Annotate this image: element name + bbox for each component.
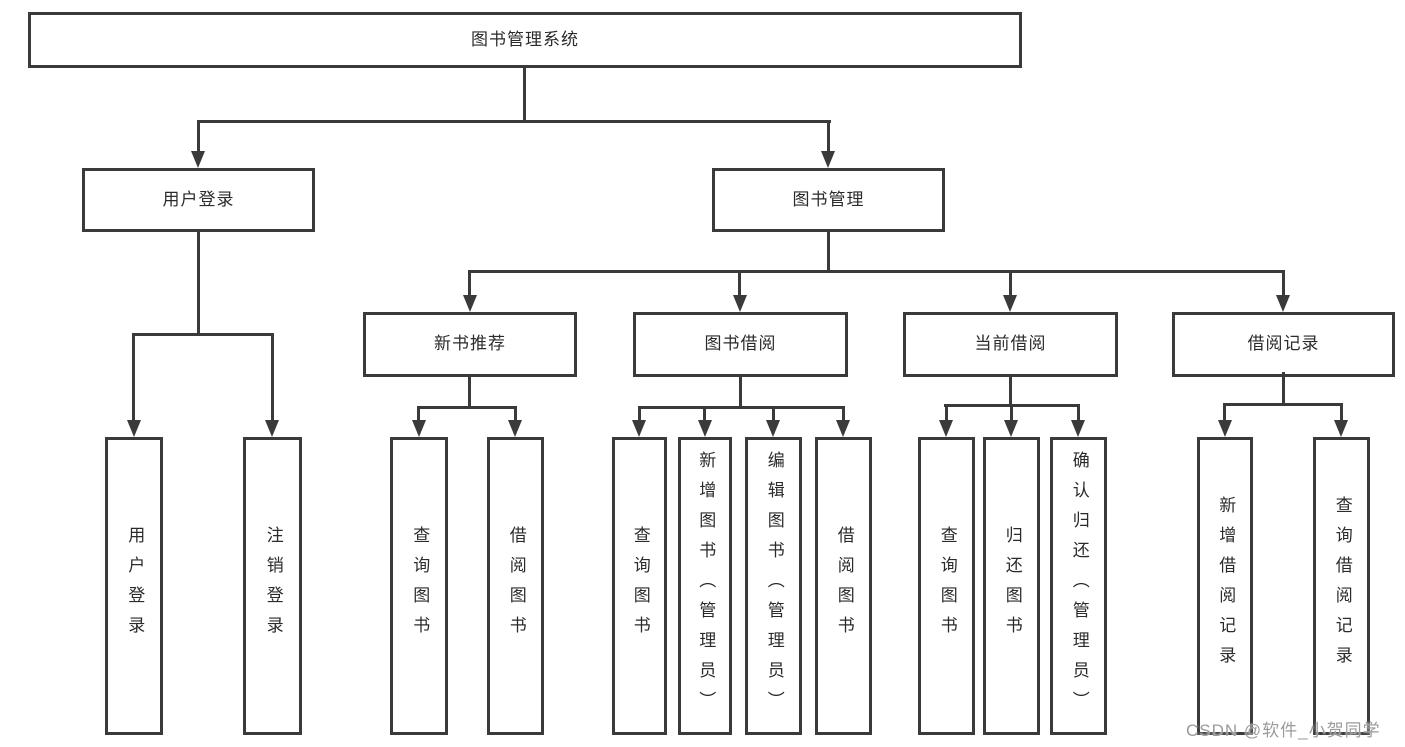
leaf-borrow-borrow-books: 借阅图书: [815, 437, 872, 735]
arrowhead-cb-return-icon: [1004, 420, 1018, 437]
arrowhead-user-login-icon: [191, 151, 205, 168]
arrowhead-book-borrow-icon: [733, 295, 747, 312]
arrowhead-borrow-records-icon: [1276, 295, 1290, 312]
connector-drop-current-borrow: [1009, 270, 1012, 296]
connector-drop-leaf-logout: [271, 333, 274, 421]
arrowhead-bb-borrow-icon: [836, 420, 850, 437]
node-current-borrow: 当前借阅: [903, 312, 1118, 377]
connector-newrec-stub: [468, 377, 471, 409]
leaf-current-return-books: 归还图书: [983, 437, 1040, 735]
arrowhead-br-query-icon: [1334, 420, 1348, 437]
connector-drop-br-query: [1340, 403, 1343, 421]
connector-drop-new-recommend: [468, 270, 471, 296]
leaf-borrow-query-books: 查询图书: [612, 437, 667, 735]
connector-drop-bb-edit: [772, 406, 775, 421]
arrowhead-new-recommend-icon: [463, 295, 477, 312]
connector-drop-rec-query: [417, 406, 420, 421]
leaf-records-query-record: 查询借阅记录: [1313, 437, 1370, 735]
connector-drop-leaf-login: [132, 333, 135, 421]
connector-bookborrow-stub: [739, 377, 742, 409]
arrowhead-bb-query-icon: [632, 420, 646, 437]
node-book-management: 图书管理: [712, 168, 945, 232]
arrowhead-rec-borrow-icon: [508, 420, 522, 437]
connector-drop-book-management: [827, 120, 830, 153]
connector-root-horizontal: [197, 120, 831, 123]
connector-drop-borrow-records: [1282, 270, 1285, 296]
arrowhead-book-management-icon: [821, 151, 835, 168]
connector-drop-bb-add: [703, 406, 706, 421]
arrowhead-br-add-icon: [1218, 420, 1232, 437]
connector-drop-cb-return: [1010, 404, 1013, 421]
arrowhead-bb-add-icon: [698, 420, 712, 437]
leaf-current-query-books: 查询图书: [918, 437, 975, 735]
connector-curborrow-stub: [1009, 377, 1012, 407]
connector-bookmgmt-stub: [827, 232, 830, 273]
node-library-system: 图书管理系统: [28, 12, 1022, 68]
connector-userlogin-horizontal: [133, 333, 274, 336]
arrowhead-leaf-logout-icon: [265, 420, 279, 437]
connector-records-horizontal: [1223, 403, 1343, 406]
leaf-user-login: 用户登录: [105, 437, 163, 735]
connector-records-stub: [1282, 372, 1285, 406]
connector-newrec-horizontal: [417, 406, 517, 409]
connector-drop-book-borrow: [738, 270, 741, 296]
leaf-recommend-query-books: 查询图书: [390, 437, 448, 735]
leaf-logout: 注销登录: [243, 437, 302, 735]
node-book-borrow: 图书借阅: [633, 312, 848, 377]
leaf-recommend-borrow-books: 借阅图书: [487, 437, 544, 735]
connector-root-stub: [523, 68, 526, 122]
connector-drop-br-add: [1223, 403, 1226, 421]
node-user-login: 用户登录: [82, 168, 315, 232]
leaf-borrow-add-books-admin: 新增图书（管理员）: [678, 437, 732, 735]
connector-userlogin-stub: [197, 232, 200, 335]
connector-drop-user-login: [197, 120, 200, 153]
arrowhead-current-borrow-icon: [1003, 295, 1017, 312]
connector-drop-bb-borrow: [842, 406, 845, 421]
connector-bookmgmt-horizontal: [468, 270, 1285, 273]
arrowhead-bb-edit-icon: [766, 420, 780, 437]
leaf-current-confirm-return-admin: 确认归还（管理员）: [1050, 437, 1107, 735]
connector-drop-rec-borrow: [514, 406, 517, 421]
arrowhead-rec-query-icon: [412, 420, 426, 437]
connector-drop-bb-query: [638, 406, 641, 421]
arrowhead-cb-confirm-icon: [1071, 420, 1085, 437]
leaf-records-add-record: 新增借阅记录: [1197, 437, 1253, 735]
csdn-watermark: CSDN @软件_小贺同学: [1186, 721, 1381, 740]
node-new-book-recommend: 新书推荐: [363, 312, 577, 377]
connector-drop-cb-confirm: [1077, 404, 1080, 421]
node-borrow-records: 借阅记录: [1172, 312, 1395, 377]
connector-bookborrow-horizontal: [638, 406, 845, 409]
arrowhead-cb-query-icon: [939, 420, 953, 437]
connector-drop-cb-query: [945, 404, 948, 421]
arrowhead-leaf-login-icon: [127, 420, 141, 437]
leaf-borrow-edit-books-admin: 编辑图书（管理员）: [745, 437, 802, 735]
